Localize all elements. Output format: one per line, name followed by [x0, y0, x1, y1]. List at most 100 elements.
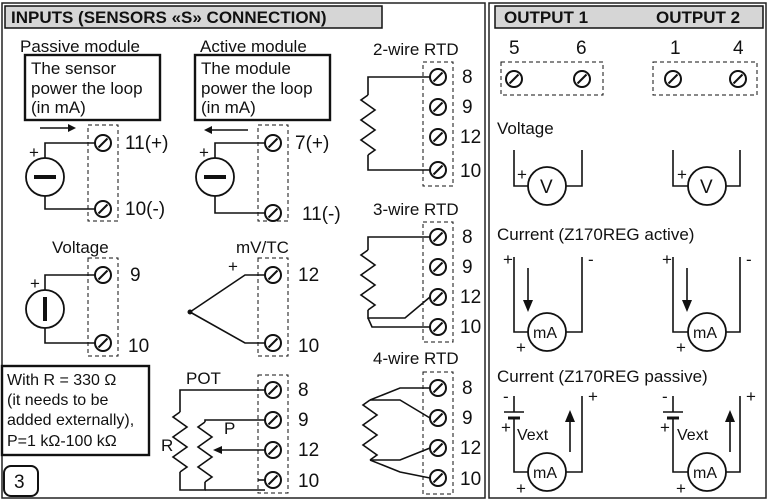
- pot-note-line4: P=1 kΩ-100 kΩ: [7, 433, 117, 450]
- terminal-label: 11(-): [302, 204, 341, 225]
- terminal-label: 7(+): [295, 133, 329, 154]
- svg-text:-: -: [503, 387, 509, 406]
- terminal-label: 8: [462, 378, 473, 399]
- svg-text:mA: mA: [693, 465, 717, 482]
- output1-terminal-block: [500, 61, 604, 96]
- terminal-label: 12: [460, 438, 481, 459]
- ammeter-icon: [527, 452, 567, 492]
- resistor-icon: [172, 411, 188, 473]
- terminal-label: 1: [670, 38, 681, 59]
- current-passive-output-2: mA Vext - + + +: [660, 387, 756, 498]
- terminal-label: 6: [576, 38, 587, 59]
- ammeter-icon: [687, 312, 727, 352]
- vext-label: Vext: [517, 427, 549, 444]
- svg-text:+: +: [516, 338, 526, 357]
- svg-text:+: +: [517, 165, 527, 184]
- screw-terminal-icon: [429, 318, 447, 336]
- passive-note-line1: The sensor: [31, 59, 116, 78]
- vext-label: Vext: [677, 427, 709, 444]
- active-module-title: Active module: [200, 37, 307, 56]
- rtd3-title: 3-wire RTD: [373, 200, 459, 219]
- svg-text:+: +: [503, 250, 513, 269]
- voltage-input-title: Voltage: [52, 238, 109, 257]
- rtd-resistor-icon: [362, 399, 378, 461]
- svg-text:V: V: [540, 177, 553, 198]
- svg-text:+: +: [677, 165, 687, 184]
- screw-terminal-icon: [429, 98, 447, 116]
- svg-text:+: +: [660, 418, 670, 437]
- rtd-resistor-icon: [360, 94, 376, 156]
- passive-note-line2: power the loop: [31, 79, 143, 98]
- screw-terminal-icon: [264, 411, 282, 429]
- active-note-line1: The module: [201, 59, 291, 78]
- active-note-line3: (in mA): [201, 98, 256, 117]
- rtd4-title: 4-wire RTD: [373, 349, 459, 368]
- svg-text:-: -: [662, 387, 668, 406]
- svg-text:-: -: [746, 250, 752, 269]
- voltage-output-2: V +: [672, 150, 741, 206]
- pot-title: POT: [186, 369, 221, 388]
- screw-terminal-icon: [429, 128, 447, 146]
- terminal-label: 12: [298, 265, 319, 286]
- voltage-output-1: V +: [513, 150, 583, 206]
- screw-terminal-icon: [573, 70, 591, 88]
- screw-terminal-icon: [264, 471, 282, 489]
- current-active-output-2: mA + - +: [662, 250, 752, 357]
- screw-terminal-icon: [429, 469, 447, 487]
- current-active-output-1: mA + - +: [503, 250, 594, 357]
- screw-terminal-icon: [94, 266, 112, 284]
- terminal-label: 10: [460, 317, 481, 338]
- current-passive-output-1: mA Vext - + + +: [501, 387, 598, 498]
- voltage-input: Voltage + 9 10: [25, 238, 149, 357]
- outputs-panel: OUTPUT 1 OUTPUT 2 5 6 1 4 Voltage V + V …: [488, 2, 767, 499]
- terminal-label: 10: [460, 161, 481, 182]
- terminal-label: 10: [460, 469, 481, 490]
- voltage-output-title: Voltage: [497, 119, 554, 138]
- svg-text:-: -: [588, 250, 594, 269]
- terminal-label: 12: [460, 127, 481, 148]
- passive-module: Passive module The sensor power the loop…: [20, 37, 168, 222]
- terminal-label: 11(+): [125, 133, 168, 154]
- svg-text:+: +: [501, 418, 511, 437]
- screw-terminal-icon: [94, 334, 112, 352]
- svg-text:+: +: [676, 338, 686, 357]
- terminal-label: 10: [298, 471, 319, 492]
- ammeter-icon: [527, 312, 567, 352]
- mvtc-input: mV/TC + 12 10: [187, 238, 319, 357]
- current-active-title: Current (Z170REG active): [497, 225, 694, 244]
- screw-terminal-icon: [429, 379, 447, 397]
- terminal-label: 10: [128, 336, 149, 357]
- inputs-title: INPUTS (SENSORS «S» CONNECTION): [11, 8, 327, 27]
- screw-terminal-icon: [264, 441, 282, 459]
- terminal-label: 5: [509, 38, 520, 59]
- svg-text:+: +: [228, 257, 238, 276]
- terminal-label: 9: [462, 97, 473, 118]
- screw-terminal-icon: [429, 228, 447, 246]
- terminal-label: 12: [298, 440, 319, 461]
- active-note-line2: power the loop: [201, 79, 313, 98]
- resistor-label: R: [161, 436, 173, 455]
- svg-text:+: +: [516, 479, 526, 498]
- pot-wiper-label: P: [224, 419, 235, 438]
- terminal-label: 9: [298, 410, 309, 431]
- screw-terminal-icon: [429, 439, 447, 457]
- screw-terminal-icon: [429, 161, 447, 179]
- svg-text:mA: mA: [693, 325, 717, 342]
- pot-note-line2: (it needs to be: [7, 392, 109, 409]
- thermocouple-junction-icon: [187, 309, 193, 315]
- terminal-label: 8: [462, 227, 473, 248]
- terminal-label: 10: [298, 336, 319, 357]
- terminal-label: 9: [462, 257, 473, 278]
- screw-terminal-icon: [264, 266, 282, 284]
- svg-text:+: +: [662, 250, 672, 269]
- output1-title: OUTPUT 1: [504, 8, 588, 27]
- terminal-label: 8: [298, 380, 309, 401]
- svg-text:mA: mA: [533, 465, 557, 482]
- screw-terminal-icon: [264, 134, 282, 152]
- pot-note-line3: added externally),: [7, 412, 134, 429]
- rtd2-title: 2-wire RTD: [373, 40, 459, 59]
- screw-terminal-icon: [664, 70, 682, 88]
- inputs-panel: INPUTS (SENSORS «S» CONNECTION) Passive …: [0, 2, 486, 499]
- rtd3-input: 3-wire RTD 8 9 12 10: [360, 200, 481, 343]
- rtd-resistor-icon: [360, 249, 376, 311]
